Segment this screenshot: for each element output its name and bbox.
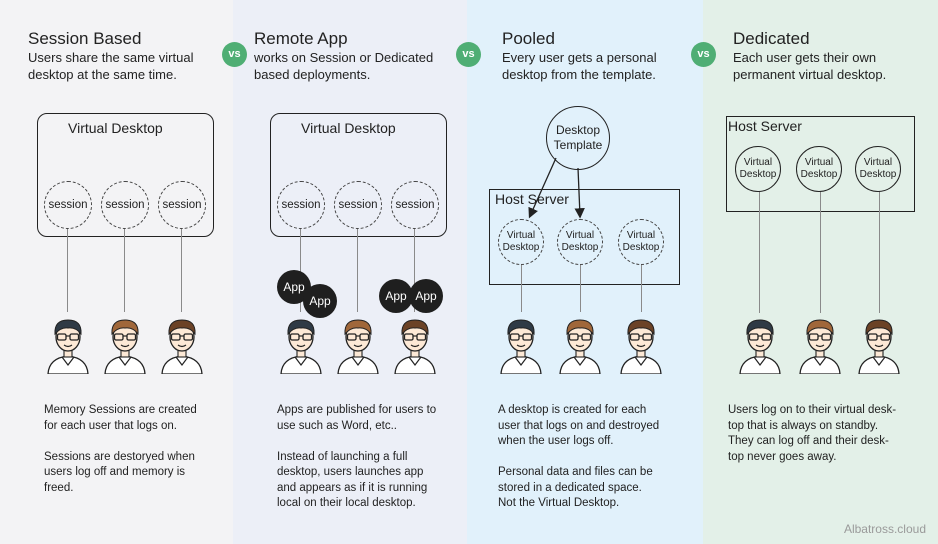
connector-line <box>67 228 68 312</box>
user-avatar-icon <box>797 316 843 375</box>
user-avatar-icon <box>102 316 148 375</box>
panel-description: Users log on to their virtual desk- top … <box>728 404 897 463</box>
session-circle: session <box>101 181 149 229</box>
host-server-label: Host Server <box>728 118 802 134</box>
app-icon: App <box>379 279 413 313</box>
vs-badge: vs <box>456 42 481 67</box>
user-avatar-icon <box>557 316 603 375</box>
panel-subtitle: Each user gets their own permanent virtu… <box>733 50 887 82</box>
session-circle: session <box>158 181 206 229</box>
connector-line <box>124 228 125 312</box>
panel-subtitle: Every user gets a personal desktop from … <box>502 50 657 82</box>
session-circle: session <box>277 181 325 229</box>
vs-badge: vs <box>222 42 247 67</box>
host-server-label: Host Server <box>495 191 569 207</box>
virtual-desktop-circle: Virtual Desktop <box>796 146 842 192</box>
session-circle: session <box>334 181 382 229</box>
virtual-desktop-box <box>37 113 214 237</box>
desktop-template-circle: Desktop Template <box>546 106 610 170</box>
panel-title: Dedicated <box>733 29 810 48</box>
connector-line <box>879 191 880 313</box>
session-based-panel <box>0 0 233 544</box>
virtual-desktop-label: Virtual Desktop <box>68 120 163 136</box>
session-circle: session <box>391 181 439 229</box>
user-avatar-icon <box>159 316 205 375</box>
user-avatar-icon <box>335 316 381 375</box>
user-avatar-icon <box>45 316 91 375</box>
connector-line <box>414 228 415 312</box>
panel-description: Memory Sessions are created for each use… <box>44 404 197 494</box>
host-server-box <box>489 189 680 285</box>
user-avatar-icon <box>392 316 438 375</box>
connector-line <box>820 191 821 313</box>
user-avatar-icon <box>498 316 544 375</box>
connector-line <box>641 264 642 312</box>
connector-line <box>181 228 182 312</box>
panel-subtitle: works on Session or Dedicated based depl… <box>254 50 434 82</box>
virtual-desktop-circle: Virtual Desktop <box>498 219 544 265</box>
panel-description: Apps are published for users to use such… <box>277 404 437 509</box>
session-circle: session <box>44 181 92 229</box>
user-avatar-icon <box>278 316 324 375</box>
vs-badge: vs <box>691 42 716 67</box>
app-icon: App <box>303 284 337 318</box>
virtual-desktop-circle: Virtual Desktop <box>557 219 603 265</box>
panel-title: Session Based <box>28 29 142 48</box>
panel-title: Pooled <box>502 29 555 48</box>
virtual-desktop-circle: Virtual Desktop <box>618 219 664 265</box>
connector-line <box>300 228 301 312</box>
pooled-panel <box>467 0 703 544</box>
virtual-desktop-circle: Virtual Desktop <box>855 146 901 192</box>
connector-line <box>357 228 358 312</box>
user-avatar-icon <box>856 316 902 375</box>
brand-watermark: Albatross.cloud <box>843 522 926 536</box>
panel-subtitle: Users share the same virtual desktop at … <box>28 50 194 82</box>
user-avatar-icon <box>737 316 783 375</box>
connector-line <box>580 264 581 312</box>
remote-app-panel <box>233 0 467 544</box>
virtual-desktop-circle: Virtual Desktop <box>735 146 781 192</box>
panel-description: A desktop is created for each user that … <box>498 404 660 509</box>
virtual-desktop-box <box>270 113 447 237</box>
user-avatar-icon <box>618 316 664 375</box>
panel-title: Remote App <box>254 29 348 48</box>
app-icon: App <box>409 279 443 313</box>
virtual-desktop-label: Virtual Desktop <box>301 120 396 136</box>
connector-line <box>759 191 760 313</box>
connector-line <box>521 264 522 312</box>
